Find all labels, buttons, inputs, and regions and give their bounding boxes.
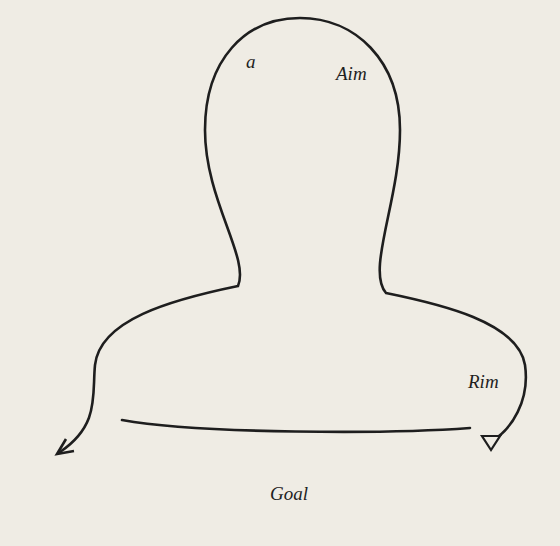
arrow-head <box>57 439 74 454</box>
aim-label: Aim <box>336 64 367 85</box>
drive-circuit-line <box>60 18 526 452</box>
tail-triangle <box>482 436 500 450</box>
rim-label: Rim <box>468 372 499 393</box>
rim-bottom-line <box>122 420 470 432</box>
goal-label: Goal <box>270 484 308 505</box>
object-a-label: a <box>246 52 256 73</box>
